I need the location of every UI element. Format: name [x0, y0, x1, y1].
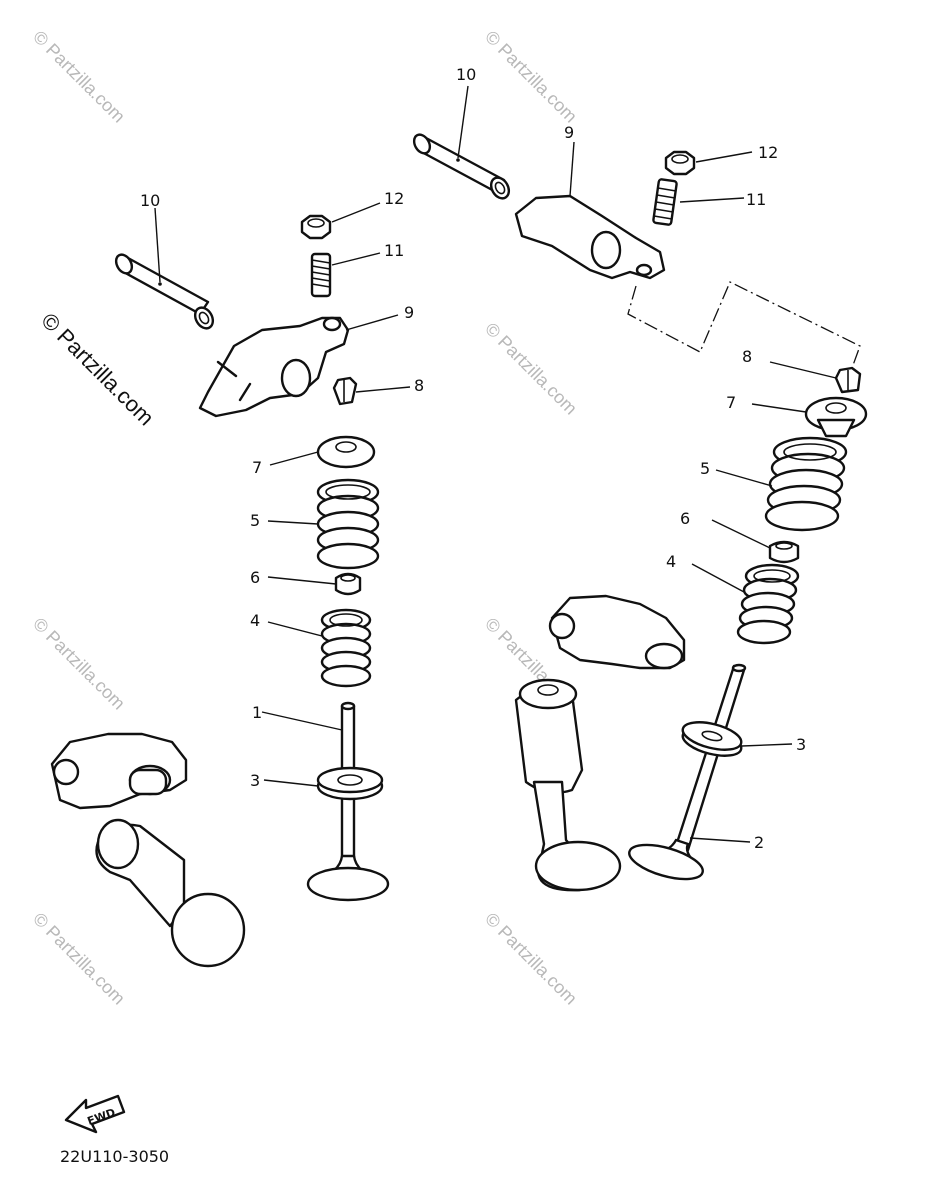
label-screw-right: 11	[746, 190, 766, 209]
label-seal-left: 6	[250, 568, 260, 587]
stem-seal-right	[768, 540, 800, 564]
label-valve-left: 1	[252, 703, 262, 722]
watermark: © Partzilla.com	[481, 27, 581, 127]
adjust-screw-left	[310, 252, 332, 298]
valve-cotter-left	[332, 376, 358, 406]
label-valve-right: 2	[754, 833, 764, 852]
label-cotter-left: 8	[414, 376, 424, 395]
rocker-arm-left	[198, 316, 350, 418]
label-pin-right: 10	[456, 65, 476, 84]
valve-seat-left	[316, 766, 384, 801]
rocker-arm-right	[514, 194, 666, 280]
watermark: © Partzilla.com	[29, 909, 129, 1009]
watermark: © Partzilla.com	[29, 27, 129, 127]
diagram-code: 22U110-3050	[60, 1147, 169, 1166]
valve-seat-right	[681, 721, 743, 757]
spring-retainer-right	[804, 396, 868, 438]
stem-seal-left	[334, 572, 362, 596]
watermark: © Partzilla.com	[481, 909, 581, 1009]
label-retainer-left: 7	[252, 458, 262, 477]
rocker-shaft-right	[412, 133, 511, 200]
assembled-sketch-right	[514, 594, 686, 892]
assembly-line	[627, 281, 861, 369]
lock-nut-left	[300, 214, 332, 240]
label-retainer-right: 7	[726, 393, 736, 412]
valve-cotter-right	[834, 366, 862, 394]
label-nut-left: 12	[384, 189, 404, 208]
label-arm-left: 9	[404, 303, 414, 322]
rocker-shaft-left	[114, 253, 215, 330]
watermark: © Partzilla.com	[481, 319, 581, 419]
inner-spring-right	[736, 563, 800, 645]
watermark: © Partzilla.com	[29, 614, 129, 714]
label-inner-spring-right: 4	[666, 552, 676, 571]
inner-spring-left	[320, 608, 372, 688]
part-number-labels: 10 12 11 9 8 7 5 6 4 1 3 10 9 12 11 8 7 …	[140, 65, 806, 852]
valve-left	[306, 701, 390, 902]
label-arm-right: 9	[564, 123, 574, 142]
lock-nut-right	[664, 150, 696, 176]
fwd-arrow-icon: FWD	[64, 1094, 126, 1134]
label-nut-right: 12	[758, 143, 778, 162]
label-outer-spring-left: 5	[250, 511, 260, 530]
label-outer-spring-right: 5	[700, 459, 710, 478]
spring-retainer-left	[316, 435, 376, 469]
watermark-main: © Partzilla.com	[36, 308, 159, 431]
label-seal-right: 6	[680, 509, 690, 528]
label-seat-left: 3	[250, 771, 260, 790]
label-cotter-right: 8	[742, 347, 752, 366]
outer-spring-right	[764, 436, 848, 532]
assembled-sketch-left	[50, 732, 246, 968]
adjust-screw-right	[652, 178, 678, 226]
label-seat-right: 3	[796, 735, 806, 754]
outer-spring-left	[316, 478, 380, 570]
label-pin-left: 10	[140, 191, 160, 210]
label-inner-spring-left: 4	[250, 611, 260, 630]
label-screw-left: 11	[384, 241, 404, 260]
valve-right	[628, 663, 747, 881]
